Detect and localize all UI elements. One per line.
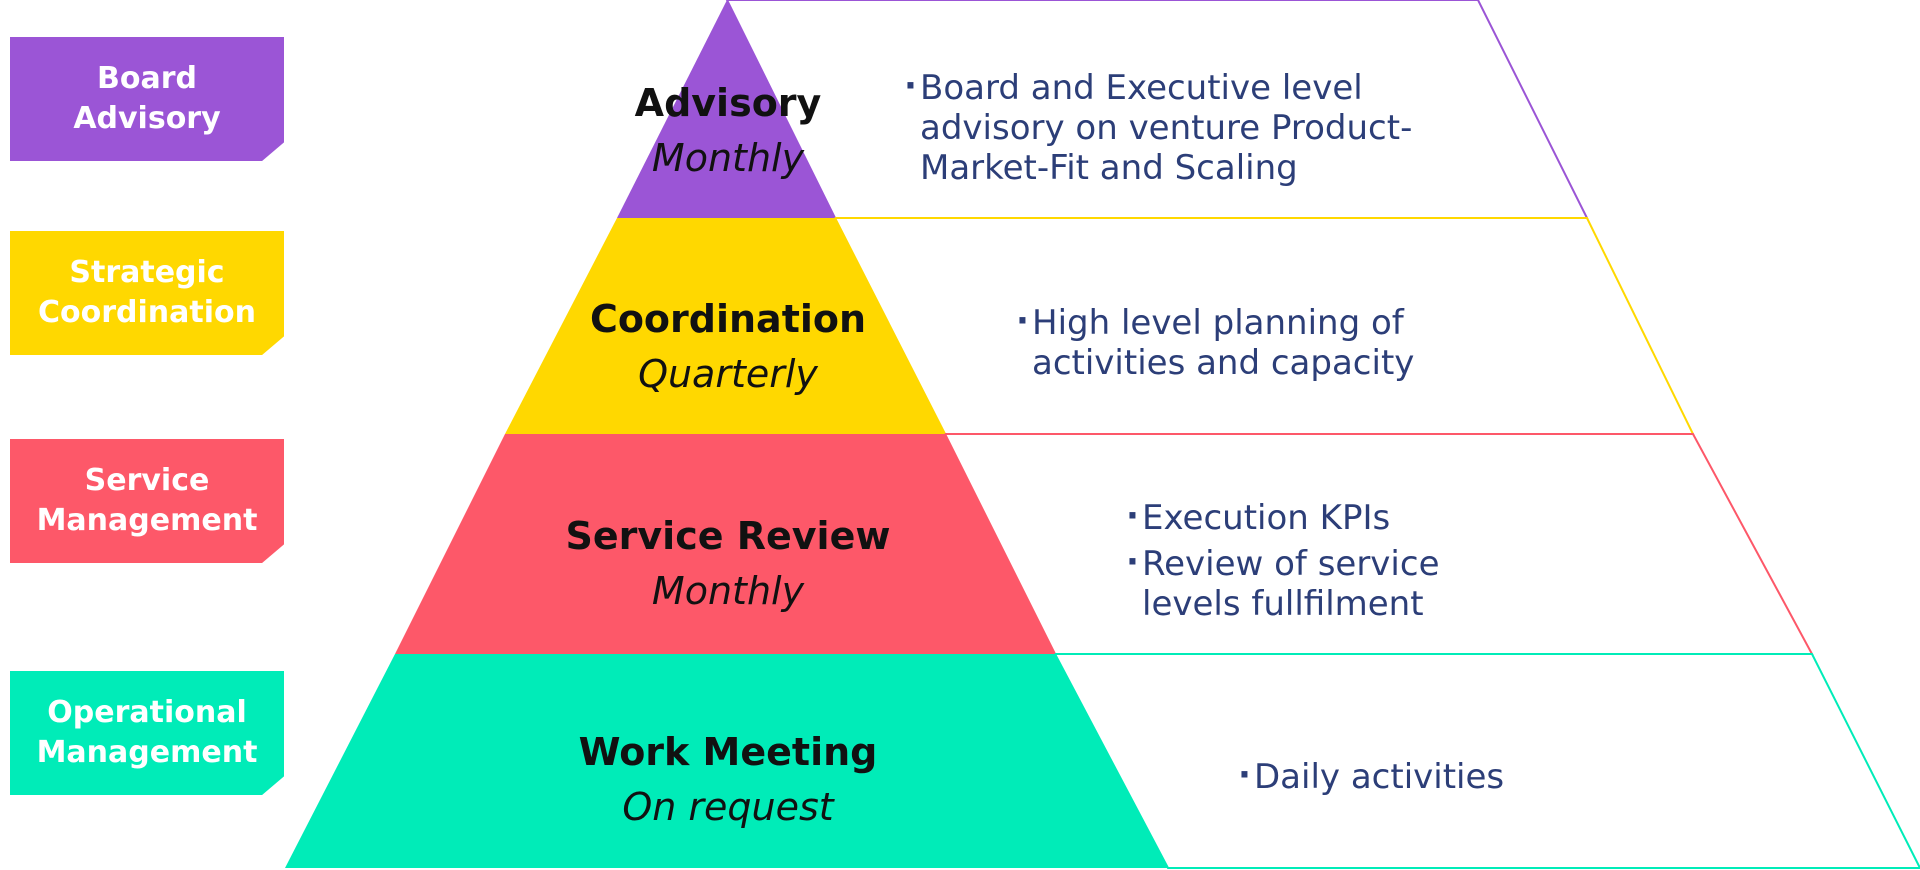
bullet-item: Daily activities: [1238, 755, 1638, 797]
tag-strategic-coordination: Strategic Coordination: [10, 231, 284, 355]
tier-label-service: Service Review Monthly: [528, 511, 928, 621]
tier-frequency: On request: [622, 785, 834, 829]
bullet-item: Execution KPIs: [1126, 496, 1606, 538]
tier-frequency: Monthly: [651, 569, 805, 613]
description-coordination: High level planning of activities and ca…: [1016, 301, 1516, 389]
tier-title: Service Review: [565, 514, 891, 558]
tier-title: Work Meeting: [578, 730, 878, 774]
bullet-item: High level planning of activities and ca…: [1016, 301, 1516, 383]
tier-title: Advisory: [634, 81, 822, 125]
pyramid-tier-advisory: [617, 0, 835, 218]
tag-label: Service Management: [36, 463, 258, 538]
tag-board-advisory: Board Advisory: [10, 37, 284, 161]
bullet-item: Board and Executive level advisory on ve…: [904, 66, 1504, 188]
tier-label-advisory: Advisory Monthly: [528, 78, 928, 188]
tag-label: Board Advisory: [73, 61, 221, 136]
tag-service-management: Service Management: [10, 439, 284, 563]
tier-title: Coordination: [589, 297, 867, 341]
description-advisory: Board and Executive level advisory on ve…: [904, 66, 1504, 194]
bullet-item: Review of service levels fullfilment: [1126, 542, 1606, 624]
tier-label-operational: Work Meeting On request: [528, 727, 928, 837]
pyramid-tier-service: [395, 434, 1055, 654]
pyramid-tier-coordination: [505, 218, 945, 434]
pyramid-tier-operational: [285, 654, 1168, 868]
tier-frequency: Monthly: [651, 136, 805, 180]
tag-label: Strategic Coordination: [38, 255, 256, 330]
tier-label-coordination: Coordination Quarterly: [528, 294, 928, 404]
tier-frequency: Quarterly: [638, 352, 818, 396]
tag-label: Operational Management: [36, 695, 258, 770]
description-service: Execution KPIs Review of service levels …: [1126, 496, 1606, 630]
description-operational: Daily activities: [1238, 755, 1638, 803]
tag-operational-management: Operational Management: [10, 671, 284, 795]
